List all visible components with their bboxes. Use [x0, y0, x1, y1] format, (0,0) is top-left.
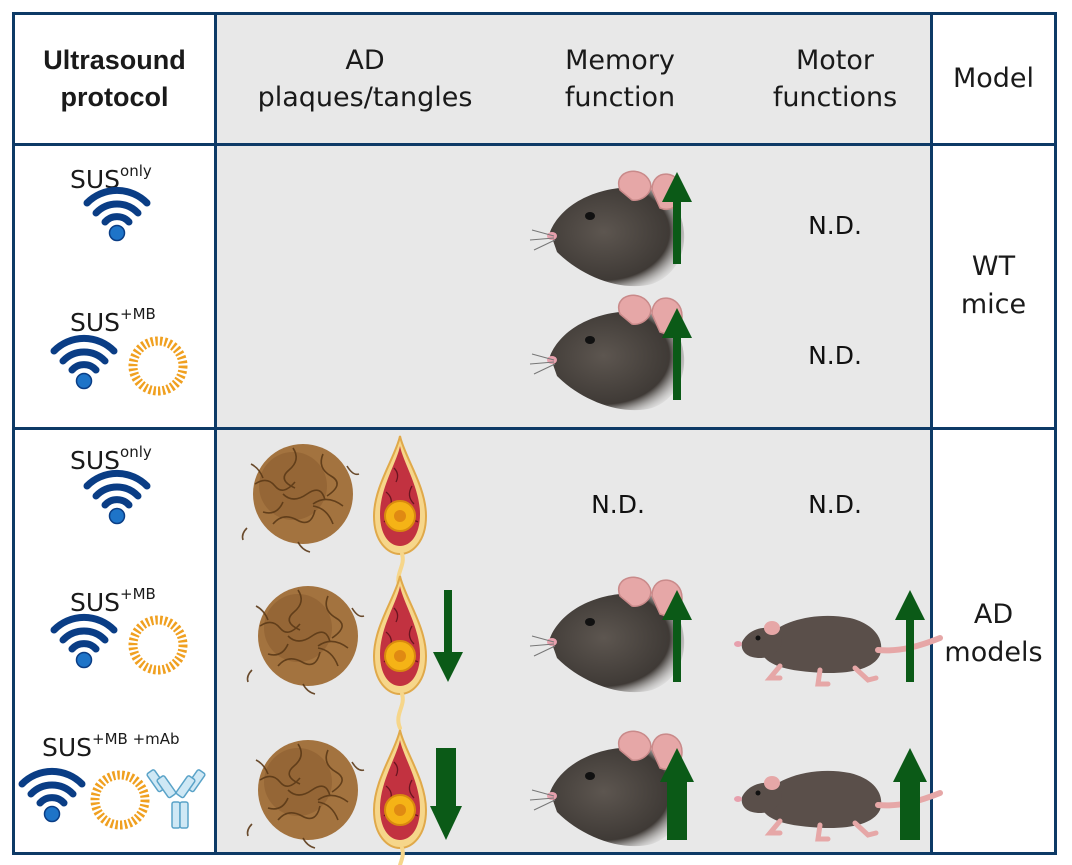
- protocol-ad-sus-mb-mab: SUS+MB +mAb: [42, 730, 180, 762]
- nd-memory-ad-sus-only: N.D.: [591, 490, 645, 519]
- sus-label: SUS: [42, 733, 93, 762]
- arrow-up-icon: [662, 590, 692, 682]
- nd-motor-ad-sus-only: N.D.: [808, 490, 862, 519]
- nd-motor-wt-sus-only: N.D.: [808, 211, 862, 240]
- antibody-icon: [145, 768, 207, 829]
- frame-row2: [12, 427, 1057, 430]
- sus-superscript: only: [120, 443, 152, 461]
- plaque-icon: [241, 443, 360, 553]
- mouse-head-icon: [529, 294, 685, 411]
- neuron-tangle-icon: [372, 728, 428, 865]
- frame-bottom: [12, 852, 1057, 855]
- microbubble-icon: [158, 645, 159, 646]
- model-wt-line1: WT: [971, 251, 1016, 282]
- header-motor-line1: Motor: [795, 45, 875, 76]
- sus-superscript: +MB: [120, 585, 156, 603]
- plaque-icon: [246, 585, 365, 695]
- protocol-ad-sus-only: SUSonly: [70, 443, 152, 475]
- header-protocol-line1: Ultrasound: [43, 45, 186, 75]
- arrow-up-icon: [893, 748, 927, 840]
- arrow-down-icon: [433, 590, 463, 682]
- model-ad-models: AD models: [933, 596, 1054, 672]
- model-wt-line2: mice: [960, 289, 1027, 320]
- mouse-walking-icon: [800, 795, 801, 796]
- plaque-icon: [246, 739, 365, 849]
- mouse-head-icon: [529, 576, 685, 693]
- header-memory-line2: function: [564, 82, 676, 113]
- wifi-icon: [84, 634, 85, 635]
- arrow-up-icon: [662, 308, 692, 400]
- header-protocol: Ultrasound protocol: [15, 42, 214, 116]
- frame-top: [12, 12, 1057, 15]
- header-motor: Motor functions: [755, 42, 915, 116]
- frame-row1: [12, 143, 1057, 146]
- mouse-head-icon: [529, 730, 685, 847]
- header-memory-line1: Memory: [565, 45, 675, 76]
- header-protocol-line2: protocol: [60, 82, 169, 112]
- microbubble-icon: [120, 800, 121, 801]
- wifi-icon: [84, 355, 85, 356]
- frame-col2: [930, 12, 933, 855]
- arrow-down-icon: [430, 748, 462, 840]
- header-ad-line2: plaques/tangles: [257, 82, 473, 113]
- header-gray-panel: [216, 12, 932, 143]
- model-ad-line1: AD: [973, 599, 1014, 630]
- microbubble-icon: [158, 366, 159, 367]
- neuron-tangle-icon: [372, 574, 428, 730]
- sus-superscript: +MB: [120, 305, 156, 323]
- model-wt-mice: WT mice: [933, 248, 1054, 324]
- arrow-up-icon: [662, 172, 692, 264]
- mouse-walking-icon: [800, 640, 801, 641]
- header-ad-line1: AD: [345, 45, 385, 76]
- sus-label: SUS: [70, 588, 121, 617]
- nd-motor-wt-sus-mb: N.D.: [808, 341, 862, 370]
- sus-superscript: +MB +mAb: [92, 730, 180, 748]
- neuron-tangle-icon: [372, 434, 428, 590]
- header-model: Model: [952, 63, 1035, 94]
- header-motor-line2: functions: [772, 82, 898, 113]
- sus-superscript: only: [120, 162, 152, 180]
- header-memory: Memory function: [540, 42, 700, 116]
- frame-left: [12, 12, 15, 855]
- wifi-icon: [117, 207, 118, 208]
- wifi-icon: [52, 788, 53, 789]
- wifi-icon: [117, 490, 118, 491]
- frame-col1: [214, 12, 217, 855]
- sus-label: SUS: [70, 308, 121, 337]
- arrow-up-icon: [895, 590, 925, 682]
- protocol-ad-sus-mb: SUS+MB: [70, 585, 156, 617]
- header-ad: AD plaques/tangles: [245, 42, 485, 116]
- mouse-head-icon: [529, 170, 685, 287]
- arrow-up-icon: [660, 748, 694, 840]
- model-ad-line2: models: [944, 637, 1043, 668]
- protocol-wt-sus-mb: SUS+MB: [70, 305, 156, 337]
- sus-label: SUS: [70, 446, 121, 475]
- frame-right: [1054, 12, 1057, 855]
